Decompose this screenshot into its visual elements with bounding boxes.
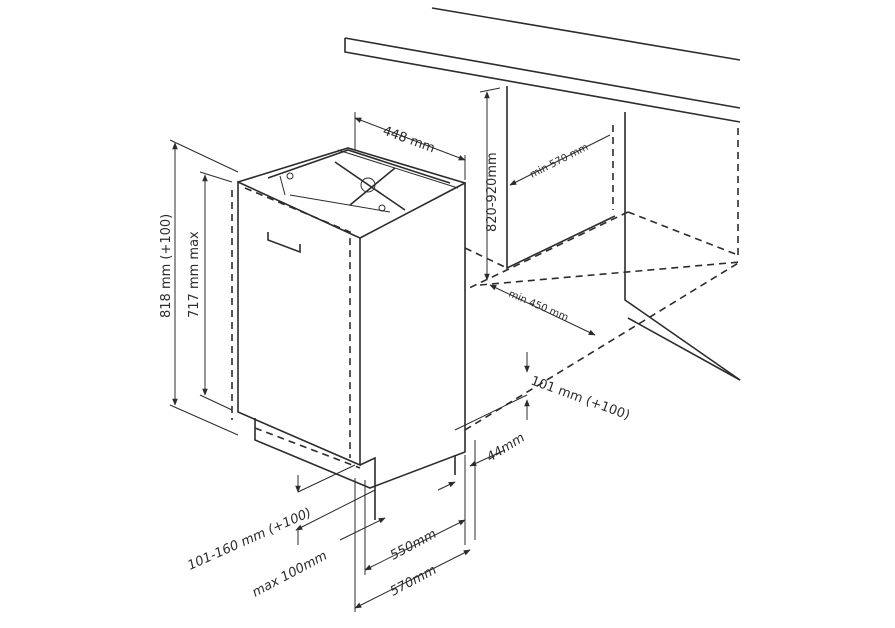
top-cross-brace bbox=[334, 161, 406, 211]
dimension-lines bbox=[169, 87, 611, 612]
niche-back-wall bbox=[464, 86, 741, 431]
label-plinth-offset: 44mm bbox=[484, 430, 527, 465]
door-handle bbox=[267, 232, 301, 254]
label-depth: 550mm bbox=[388, 527, 439, 564]
label-plinth-height: 101 mm (+100) bbox=[529, 374, 632, 424]
countertop bbox=[344, 7, 741, 123]
label-door-overhang: max 100mm bbox=[250, 549, 330, 601]
label-width: 448 mm bbox=[381, 124, 437, 157]
label-height-total: 818 mm (+100) bbox=[159, 214, 174, 318]
label-niche-depth: min 570 mm bbox=[528, 142, 590, 181]
right-cabinet bbox=[624, 112, 741, 381]
dishwasher bbox=[231, 147, 466, 520]
label-niche-width: min 450 mm bbox=[507, 289, 570, 324]
label-depth-total: 570mm bbox=[388, 563, 439, 600]
label-door-height: 717 mm max bbox=[187, 231, 202, 318]
label-niche-height: 820-920mm bbox=[485, 152, 500, 232]
